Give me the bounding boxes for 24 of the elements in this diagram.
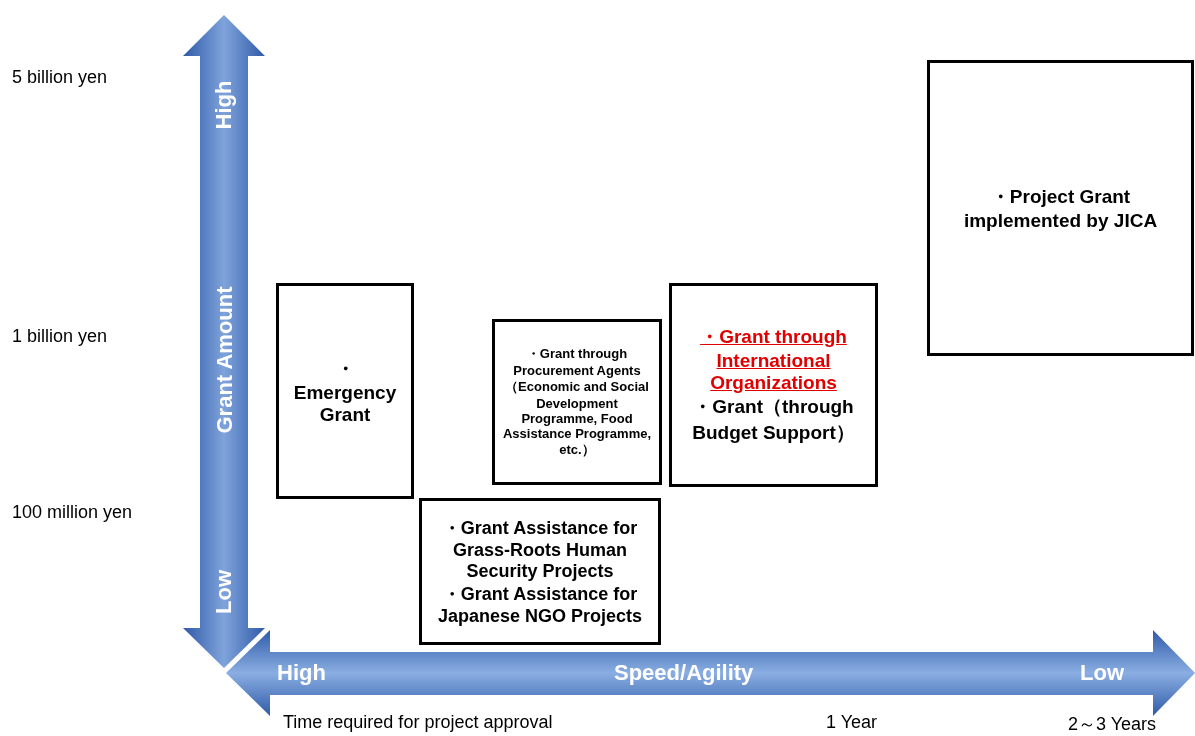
grant-type-text: ・Grant through Procurement Agents（Economic and Social Development Programme, Food Assistance Programme, etc.） (501, 345, 653, 459)
grant-type-box (492, 319, 662, 485)
grant-type-text: ・Project Grant implemented by JICA (962, 185, 1159, 232)
grant-type-box (276, 283, 414, 499)
grant-type-text: ・Grant Assistance for Grass-Roots Human Security Projects (441, 517, 639, 582)
grant-type-box (927, 60, 1194, 356)
axis-title: Time required for project approval (283, 712, 553, 733)
axis-value-label: 1 Year (826, 712, 878, 733)
axis-end-label: High (210, 80, 237, 130)
grant-type-text: ・ Emergency Grant (292, 357, 398, 426)
axis-end-label: Low (1080, 660, 1124, 686)
grant-type-text: ・Grant Assistance for Japanese NGO Projects (436, 583, 644, 627)
axis-title: Speed/Agility (614, 660, 754, 686)
grant-type-text: ・Grant through International Organizations (699, 325, 848, 394)
axis-value-label: 1 billion yen (12, 326, 108, 347)
axis-value-label: 100 million yen (12, 502, 133, 523)
grant-type-box (669, 283, 878, 487)
grant-type-box (419, 498, 661, 645)
axis-value-label: 5 billion yen (12, 67, 108, 88)
axis-value-label: 2～3 Years (1068, 713, 1157, 736)
grant-type-text: ・Grant（through Budget Support） (691, 395, 856, 445)
axis-end-label: Low (211, 570, 237, 614)
axis-title: Grant Amount (211, 286, 238, 434)
axis-end-label: High (277, 660, 326, 686)
